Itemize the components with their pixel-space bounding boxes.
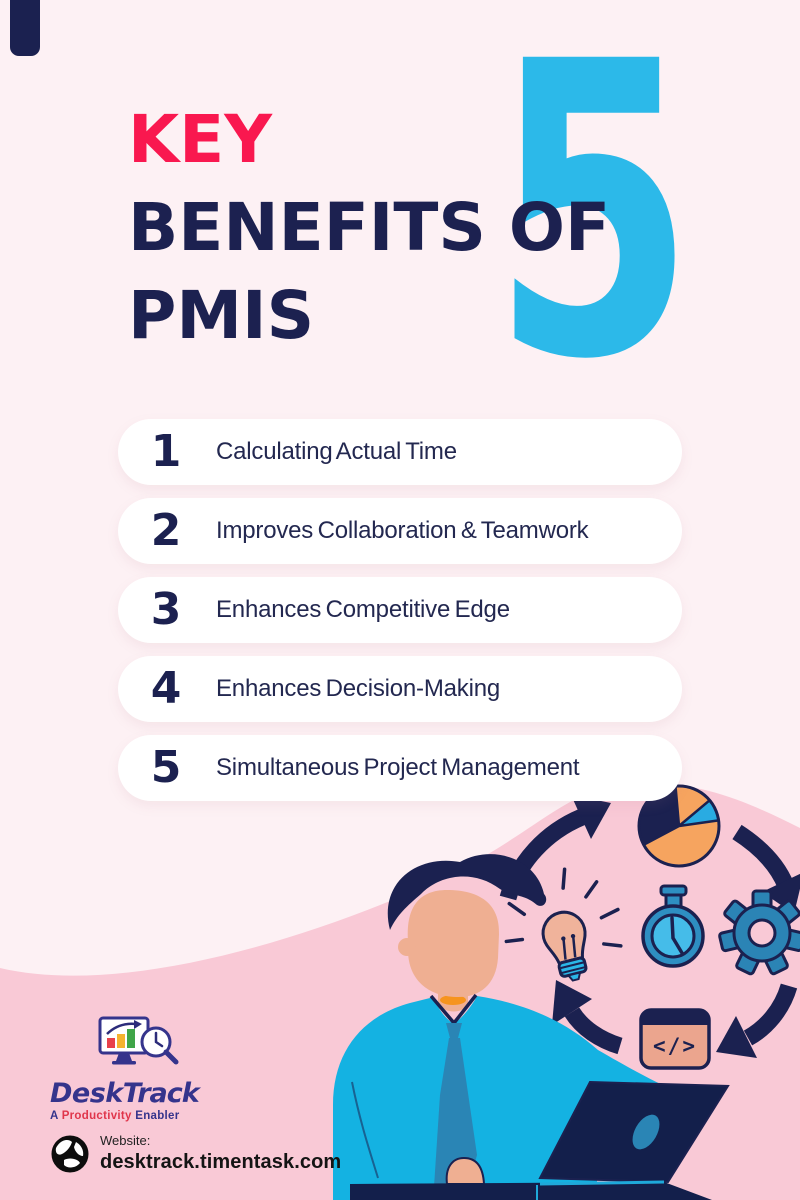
benefit-pill: 3 Enhances Competitive Edge (118, 577, 682, 643)
code-window-icon: </> (639, 1008, 711, 1070)
stopwatch-icon (641, 884, 705, 968)
benefit-label: Enhances Competitive Edge (216, 596, 510, 623)
laptop-logo (632, 1114, 660, 1150)
hair (387, 854, 547, 930)
brand-name: DeskTrack (50, 1078, 200, 1109)
svg-text:</>: </> (653, 1034, 697, 1058)
hand (445, 1156, 486, 1185)
benefit-label: Enhances Decision-Making (216, 675, 501, 702)
person-with-laptop (333, 854, 730, 1200)
globe-icon (51, 1135, 89, 1173)
benefit-label: Improves Collaboration & Teamwork (216, 517, 589, 544)
brand-tagline: A Productivity Enabler (50, 1110, 180, 1122)
benefit-number: 1 (150, 426, 182, 477)
tie-knot (446, 1023, 462, 1038)
title-line-3: PMIS (128, 277, 315, 354)
benefit-number: 3 (150, 584, 182, 635)
website-url: desktrack.timentask.com (100, 1151, 342, 1174)
lightbulb-icon (504, 867, 623, 982)
chin-shadow (440, 995, 466, 1005)
corner-accent (10, 0, 40, 56)
benefits-list: 1 Calculating Actual Time 2 Improves Col… (118, 419, 682, 814)
laptop-deck (350, 1182, 712, 1200)
benefit-pill: 2 Improves Collaboration & Teamwork (118, 498, 682, 564)
benefit-pill: 1 Calculating Actual Time (118, 419, 682, 485)
laptop-deck-accent (539, 1180, 665, 1186)
benefit-pill: 5 Simultaneous Project Management (118, 735, 682, 801)
desktrack-monitor-icon (98, 1016, 179, 1065)
benefit-number: 2 (150, 505, 182, 556)
benefit-pill: 4 Enhances Decision-Making (118, 656, 682, 722)
title-accent-word: KEY (128, 101, 273, 178)
title-line-2: BENEFITS OF (128, 189, 611, 266)
benefit-number: 4 (150, 663, 182, 714)
ear (398, 938, 416, 956)
benefit-number: 5 (150, 742, 182, 793)
face (407, 890, 500, 998)
arm-crease (351, 1081, 379, 1179)
benefit-label: Simultaneous Project Management (216, 754, 580, 781)
footer-website: Website: desktrack.timentask.com (50, 1133, 341, 1175)
website-label: Website: (100, 1133, 151, 1148)
page-title: KEY BENEFITS OF PMIS (128, 96, 610, 360)
benefit-label: Calculating Actual Time (216, 438, 457, 465)
brand-logo: DeskTrack A Productivity Enabler (50, 1014, 230, 1122)
shirt (333, 996, 690, 1200)
tie (434, 1038, 477, 1192)
pie-chart-icon (637, 784, 721, 868)
big-number-5: 5 (492, 0, 695, 448)
cycle-arrowheads (552, 795, 800, 1058)
gear-icon (718, 889, 800, 976)
